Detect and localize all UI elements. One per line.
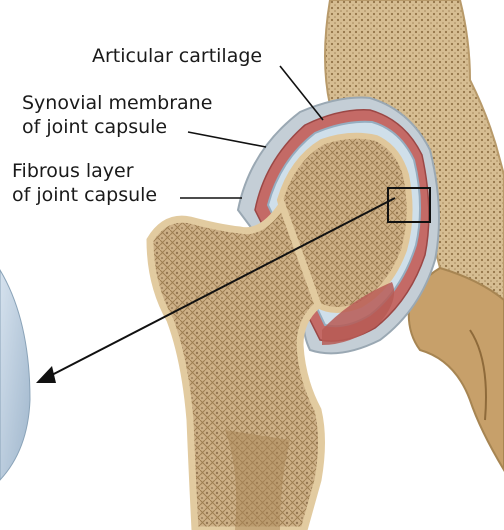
synovial-line-1: Synovial membrane (22, 91, 212, 115)
synovial-line-2: of joint capsule (22, 115, 212, 139)
magnified-detail-inset (0, 270, 30, 480)
fibrous-line-1: Fibrous layer (12, 159, 157, 183)
fibrous-layer-label: Fibrous layer of joint capsule (12, 159, 157, 207)
articular-cartilage-text: Articular cartilage (92, 44, 262, 68)
synovial-membrane-label: Synovial membrane of joint capsule (22, 91, 212, 139)
ischium-bone (409, 268, 504, 470)
arrowhead (36, 366, 56, 383)
articular-cartilage-label: Articular cartilage (92, 44, 262, 68)
fibrous-line-2: of joint capsule (12, 183, 157, 207)
